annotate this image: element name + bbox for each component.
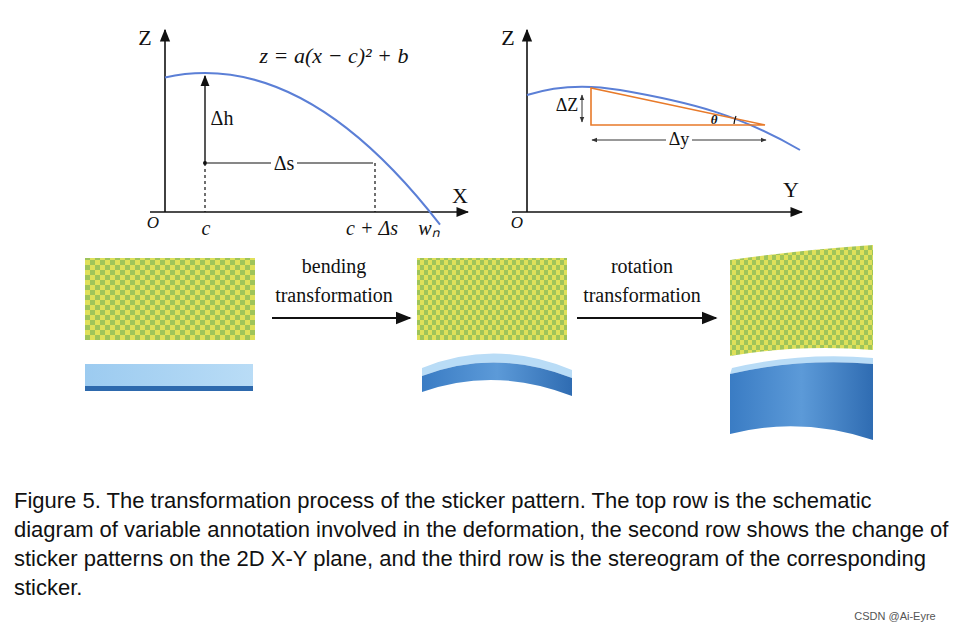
sticker-face (730, 362, 873, 440)
origin-label: O (147, 214, 159, 233)
guide-line (374, 163, 375, 212)
transform-arrow (577, 317, 716, 319)
rotated-pattern (730, 245, 873, 356)
sticker-face (422, 362, 572, 396)
flat-sticker (85, 364, 253, 391)
z-axis (164, 30, 166, 212)
bent-sticker (422, 353, 572, 396)
axis-label: Y (783, 178, 799, 202)
point (203, 161, 207, 165)
curve (527, 87, 800, 150)
angle-label: θ (711, 113, 718, 127)
axis-label: Z (501, 26, 514, 50)
rotated-sticker (730, 356, 873, 440)
transform-label: rotation transformation (562, 252, 722, 310)
tick-label: c + Δs (346, 217, 398, 239)
guide-line (204, 163, 205, 212)
sticker-edge (85, 386, 253, 391)
axis-label: Z (138, 26, 151, 50)
dimension-label: Δy (666, 130, 693, 150)
bent-pattern (417, 258, 567, 340)
dimension-label: Δs (271, 152, 298, 174)
origin-label: O (511, 214, 523, 233)
dimension-label: Δh (211, 107, 234, 129)
axis-label: X (452, 184, 468, 208)
angle-triangle (591, 88, 765, 125)
angle-arc (734, 116, 736, 124)
transform-label: bending transformation (254, 252, 414, 310)
transform-arrow (272, 317, 410, 319)
tick-label: c (202, 217, 211, 239)
rotation-plot (512, 30, 802, 212)
figure-caption: Figure 5. The transformation process of … (14, 486, 949, 602)
flat-pattern (85, 258, 255, 340)
equation: z = a(x − c)² + b (260, 44, 409, 68)
tick-label: wₙ (418, 217, 439, 239)
watermark: CSDN @Ai-Eyre (854, 610, 935, 622)
dimension-label: ΔZ (556, 96, 579, 116)
z-axis (526, 30, 528, 212)
parabola-curve (165, 73, 440, 225)
height-arrow (204, 76, 205, 163)
parabola-plot (150, 30, 468, 225)
height-arrow (582, 95, 583, 122)
y-axis (512, 211, 802, 213)
sticker-top (85, 364, 253, 386)
x-axis (150, 211, 468, 213)
